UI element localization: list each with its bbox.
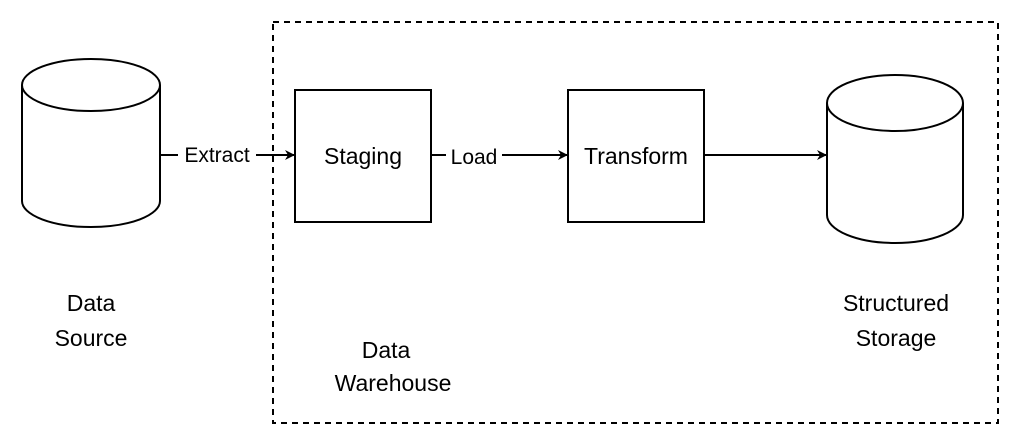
data-source-caption-line1: Data	[67, 290, 116, 316]
data-warehouse-container	[272, 21, 999, 424]
structured-storage-cylinder[interactable]	[826, 74, 964, 244]
structured-storage-caption-line2: Storage	[856, 325, 937, 351]
load-label: Load	[451, 146, 498, 169]
extract-label: Extract	[184, 144, 250, 167]
transform-box[interactable]	[567, 89, 705, 223]
data-warehouse-caption-line1: Data	[362, 337, 411, 363]
data-source-cylinder[interactable]	[21, 58, 161, 228]
data-warehouse-caption-line2: Warehouse	[335, 370, 452, 396]
staging-label: Staging	[324, 143, 402, 169]
structured-storage-caption-line1: Structured	[843, 290, 949, 316]
transform-label: Transform	[584, 143, 688, 169]
data-source-caption-line2: Source	[55, 325, 128, 351]
